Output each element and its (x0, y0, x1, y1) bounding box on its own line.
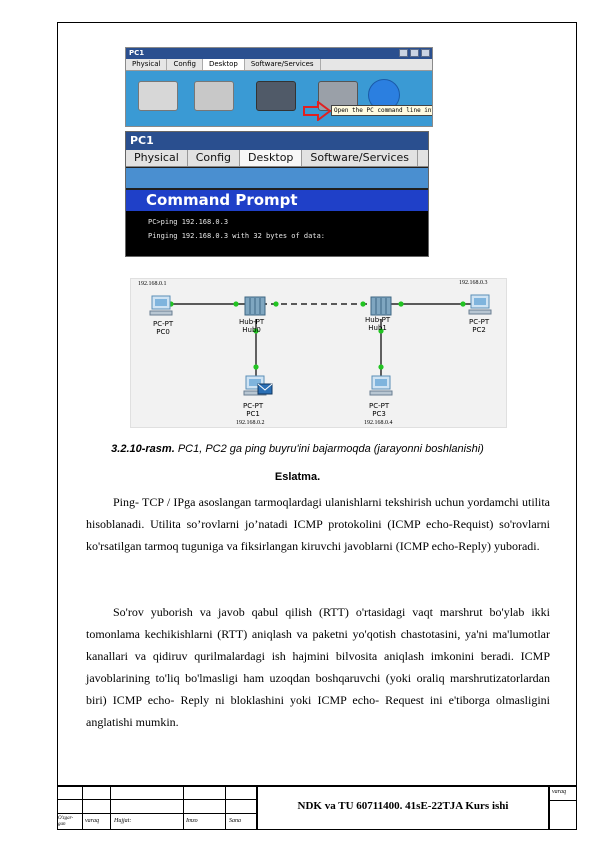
desktop-icons: Open the PC command line interface. (126, 71, 432, 126)
hub0-name: Hub0 (242, 326, 261, 334)
hub0-type: Hub-PT (239, 318, 265, 326)
ip-label-pc3: 192.168.0.4 (364, 420, 393, 426)
command-prompt-tooltip: Open the PC command line interface. (331, 105, 432, 116)
document-title: NDK va TU 60711400. 41sE-22TJA Kurs ishi (297, 800, 509, 812)
terminal-output[interactable]: PC>ping 192.168.0.3 Pinging 192.168.0.3 … (126, 211, 428, 256)
hub1-type: Hub-PT (365, 316, 391, 324)
note-heading: Eslatma. (274, 471, 321, 483)
terminal-line: Pinging 192.168.0.3 with 32 bytes of dat… (148, 232, 326, 240)
pc1-icon[interactable] (243, 375, 275, 399)
pc2-label: PC-PT PC2 (469, 318, 489, 334)
ip-configuration-icon[interactable] (138, 81, 178, 111)
tab-config[interactable]: Config (188, 150, 241, 166)
page-frame (57, 22, 577, 830)
pc1-label: PC-PT PC1 (243, 402, 263, 418)
pc3-label: PC-PT PC3 (369, 402, 389, 418)
ozgargan-line2: gan (58, 822, 66, 827)
paragraph: So'rov yuborish va javob qabul qilish (R… (86, 605, 550, 729)
close-icon[interactable] (421, 49, 430, 57)
pc0-type: PC-PT (153, 320, 174, 328)
pc0-icon[interactable] (149, 295, 173, 317)
tab-config[interactable]: Config (167, 59, 203, 70)
minimize-icon[interactable] (399, 49, 408, 57)
ozgargan-line1: O'zgar- (58, 816, 74, 821)
command-prompt-screenshot: PC1 Physical Config Desktop Software/Ser… (125, 131, 429, 257)
red-arrow-icon (303, 101, 332, 121)
topology-links (166, 301, 476, 377)
tab-physical[interactable]: Physical (126, 59, 168, 70)
window-title: PC1 (129, 49, 145, 57)
tab-desktop[interactable]: Desktop (202, 59, 245, 70)
pc1-window-titlebar: PC1 (126, 48, 432, 59)
hub1-icon[interactable] (369, 295, 393, 317)
hub1-name: Hub1 (368, 324, 387, 332)
tab-desktop[interactable]: Desktop (240, 150, 303, 166)
hub1-label: Hub-PT Hub1 (365, 316, 390, 332)
pc3-icon[interactable] (369, 375, 393, 397)
tab-software-services[interactable]: Software/Services (245, 59, 321, 70)
hujjat-label: Hujjat: (114, 818, 132, 824)
pc1-type: PC-PT (243, 402, 264, 410)
terminal-line: PC>ping 192.168.0.3 (148, 218, 229, 226)
ip-label-pc0: 192.168.0.1 (138, 281, 167, 287)
pc1-tabs: Physical Config Desktop Software/Service… (126, 59, 432, 71)
pc1-desktop-screenshot: PC1 Physical Config Desktop Software/Ser… (125, 47, 433, 127)
tab-physical[interactable]: Physical (126, 150, 188, 166)
hub0-icon[interactable] (243, 295, 267, 317)
hub0-label: Hub-PT Hub0 (239, 318, 264, 334)
pc0-name: PC0 (156, 328, 170, 336)
ip-label-pc2: 192.168.0.3 (459, 280, 488, 286)
sana-label: Sana (229, 818, 241, 824)
network-topology: 192.168.0.1 PC-PT PC0 Hub-PT Hub0 Hub-PT… (130, 278, 507, 428)
varaq-label-right: varaq (552, 789, 566, 795)
terminal-icon[interactable] (256, 81, 296, 111)
figure-caption: 3.2.10-rasm. PC1, PC2 ga ping buyru'ini … (0, 443, 595, 455)
varaq-label: varaq (85, 818, 99, 824)
figure-caption-text: PC1, PC2 ga ping buyru'ini bajarmoqda (j… (177, 443, 484, 455)
pc3-name: PC3 (372, 410, 386, 418)
dialup-icon[interactable] (194, 81, 234, 111)
pc3-type: PC-PT (369, 402, 390, 410)
imzo-label: Imzo (186, 818, 198, 824)
desktop-background (126, 168, 428, 188)
pc1-tabs-large: Physical Config Desktop Software/Service… (126, 150, 428, 167)
maximize-icon[interactable] (410, 49, 419, 57)
pc2-icon[interactable] (468, 294, 492, 316)
pc2-type: PC-PT (469, 318, 490, 326)
tab-software-services[interactable]: Software/Services (302, 150, 419, 166)
window-title: PC1 (126, 132, 428, 150)
paragraph: Ping- TCP / IPga asoslangan tarmoqlardag… (86, 495, 550, 553)
command-prompt-title: Command Prompt (126, 190, 428, 211)
pc0-label: PC-PT PC0 (153, 320, 173, 336)
ozgargan-label: O'zgar- gan (58, 816, 73, 828)
ip-label-pc1: 192.168.0.2 (236, 420, 265, 426)
figure-number: 3.2.10-rasm. (111, 443, 175, 455)
pc1-name: PC1 (246, 410, 260, 418)
pc2-name: PC2 (472, 326, 486, 334)
